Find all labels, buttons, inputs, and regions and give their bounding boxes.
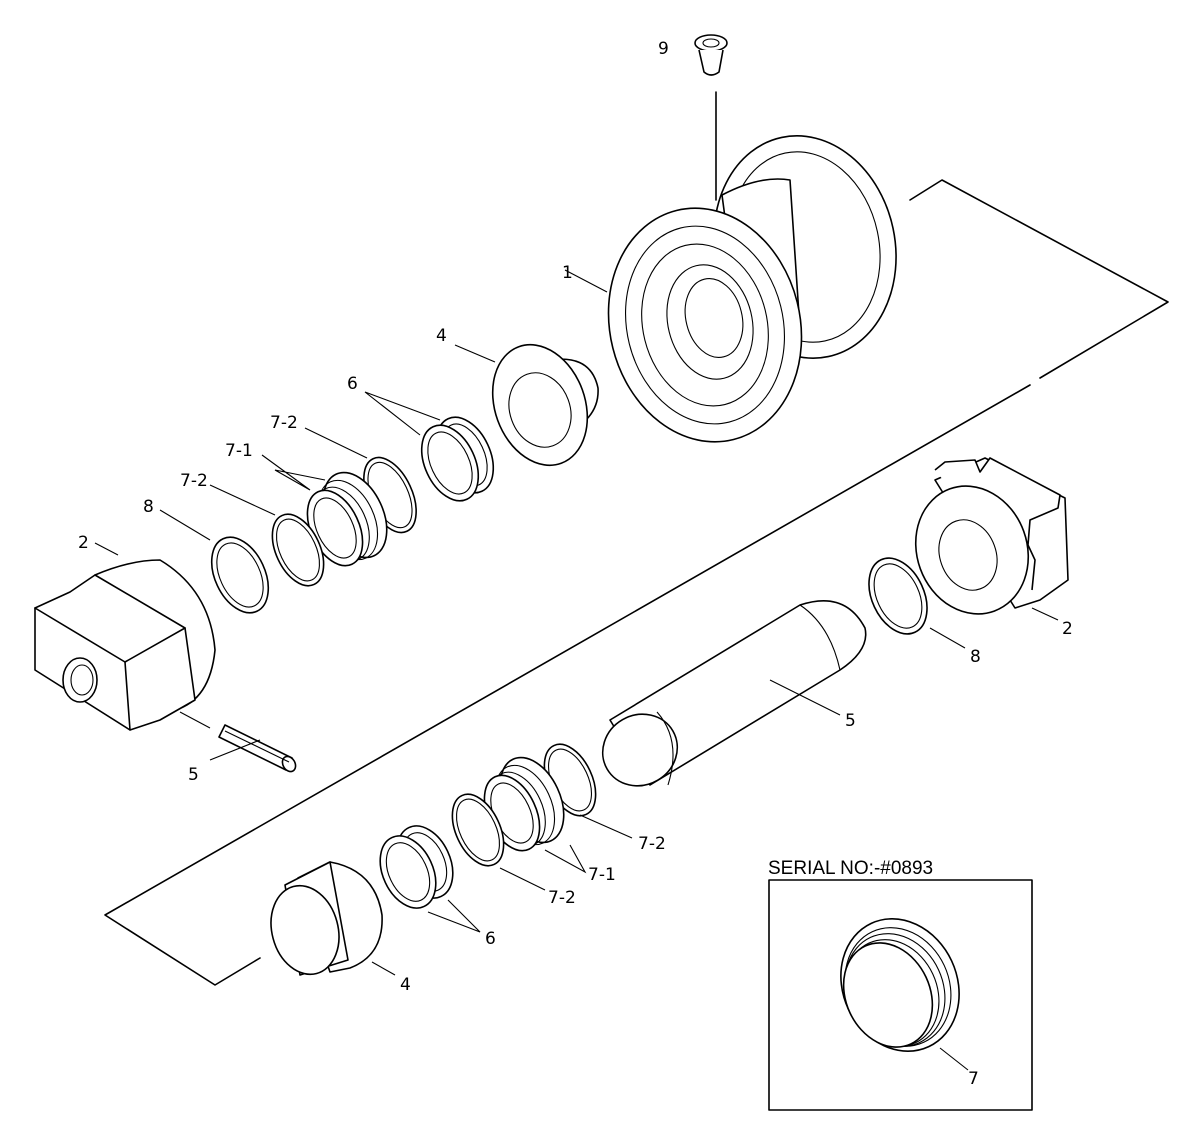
- label-seal-lower-c: 7-2: [638, 834, 666, 854]
- part-ring-left: [159, 509, 270, 614]
- label-seal-upper-c: 7-2: [180, 471, 208, 491]
- label-roller-body: 1: [562, 263, 573, 283]
- part-bushing-upper: [454, 343, 599, 467]
- label-pin: 5: [188, 765, 199, 785]
- part-plug: [694, 34, 728, 201]
- label-collar-right: 2: [1062, 619, 1073, 639]
- label-ring-left: 8: [143, 497, 154, 517]
- inset-box: [768, 879, 1033, 1111]
- part-collar-left: [34, 542, 216, 731]
- callout-labels: SERIAL NO:-#0893 1 9 4 6 7-2 7-1 7-2 8 2…: [78, 39, 1073, 1089]
- label-oring-upper: 6: [347, 374, 358, 394]
- part-seal-upper-inner: [209, 484, 325, 587]
- part-bushing-lower: [270, 861, 396, 976]
- label-seal-upper-a: 7-2: [270, 413, 298, 433]
- label-oring-lower: 6: [485, 929, 496, 949]
- part-oring-lower: [379, 825, 481, 933]
- label-shaft: 5: [845, 711, 856, 731]
- label-seal-lower-b: 7-1: [588, 865, 616, 885]
- inset-serial-label: SERIAL NO:-#0893: [768, 858, 933, 879]
- label-collar-left: 2: [78, 533, 89, 553]
- label-bushing-lower: 4: [400, 975, 411, 995]
- part-collar-right: [914, 457, 1069, 621]
- part-oring-upper: [364, 391, 495, 502]
- assembly-plane: [104, 179, 1169, 986]
- label-inset-seal: 7: [968, 1069, 979, 1089]
- part-pin: [179, 711, 297, 773]
- label-seal-upper-b: 7-1: [225, 441, 253, 461]
- label-seal-lower-a: 7-2: [548, 888, 576, 908]
- part-ring-right: [868, 557, 966, 649]
- part-seal-lower-inner: [451, 793, 546, 891]
- part-roller-body: [564, 135, 897, 443]
- label-bushing-upper: 4: [436, 326, 447, 346]
- label-ring-right: 8: [970, 647, 981, 667]
- label-plug: 9: [658, 39, 669, 59]
- part-shaft: [601, 599, 867, 787]
